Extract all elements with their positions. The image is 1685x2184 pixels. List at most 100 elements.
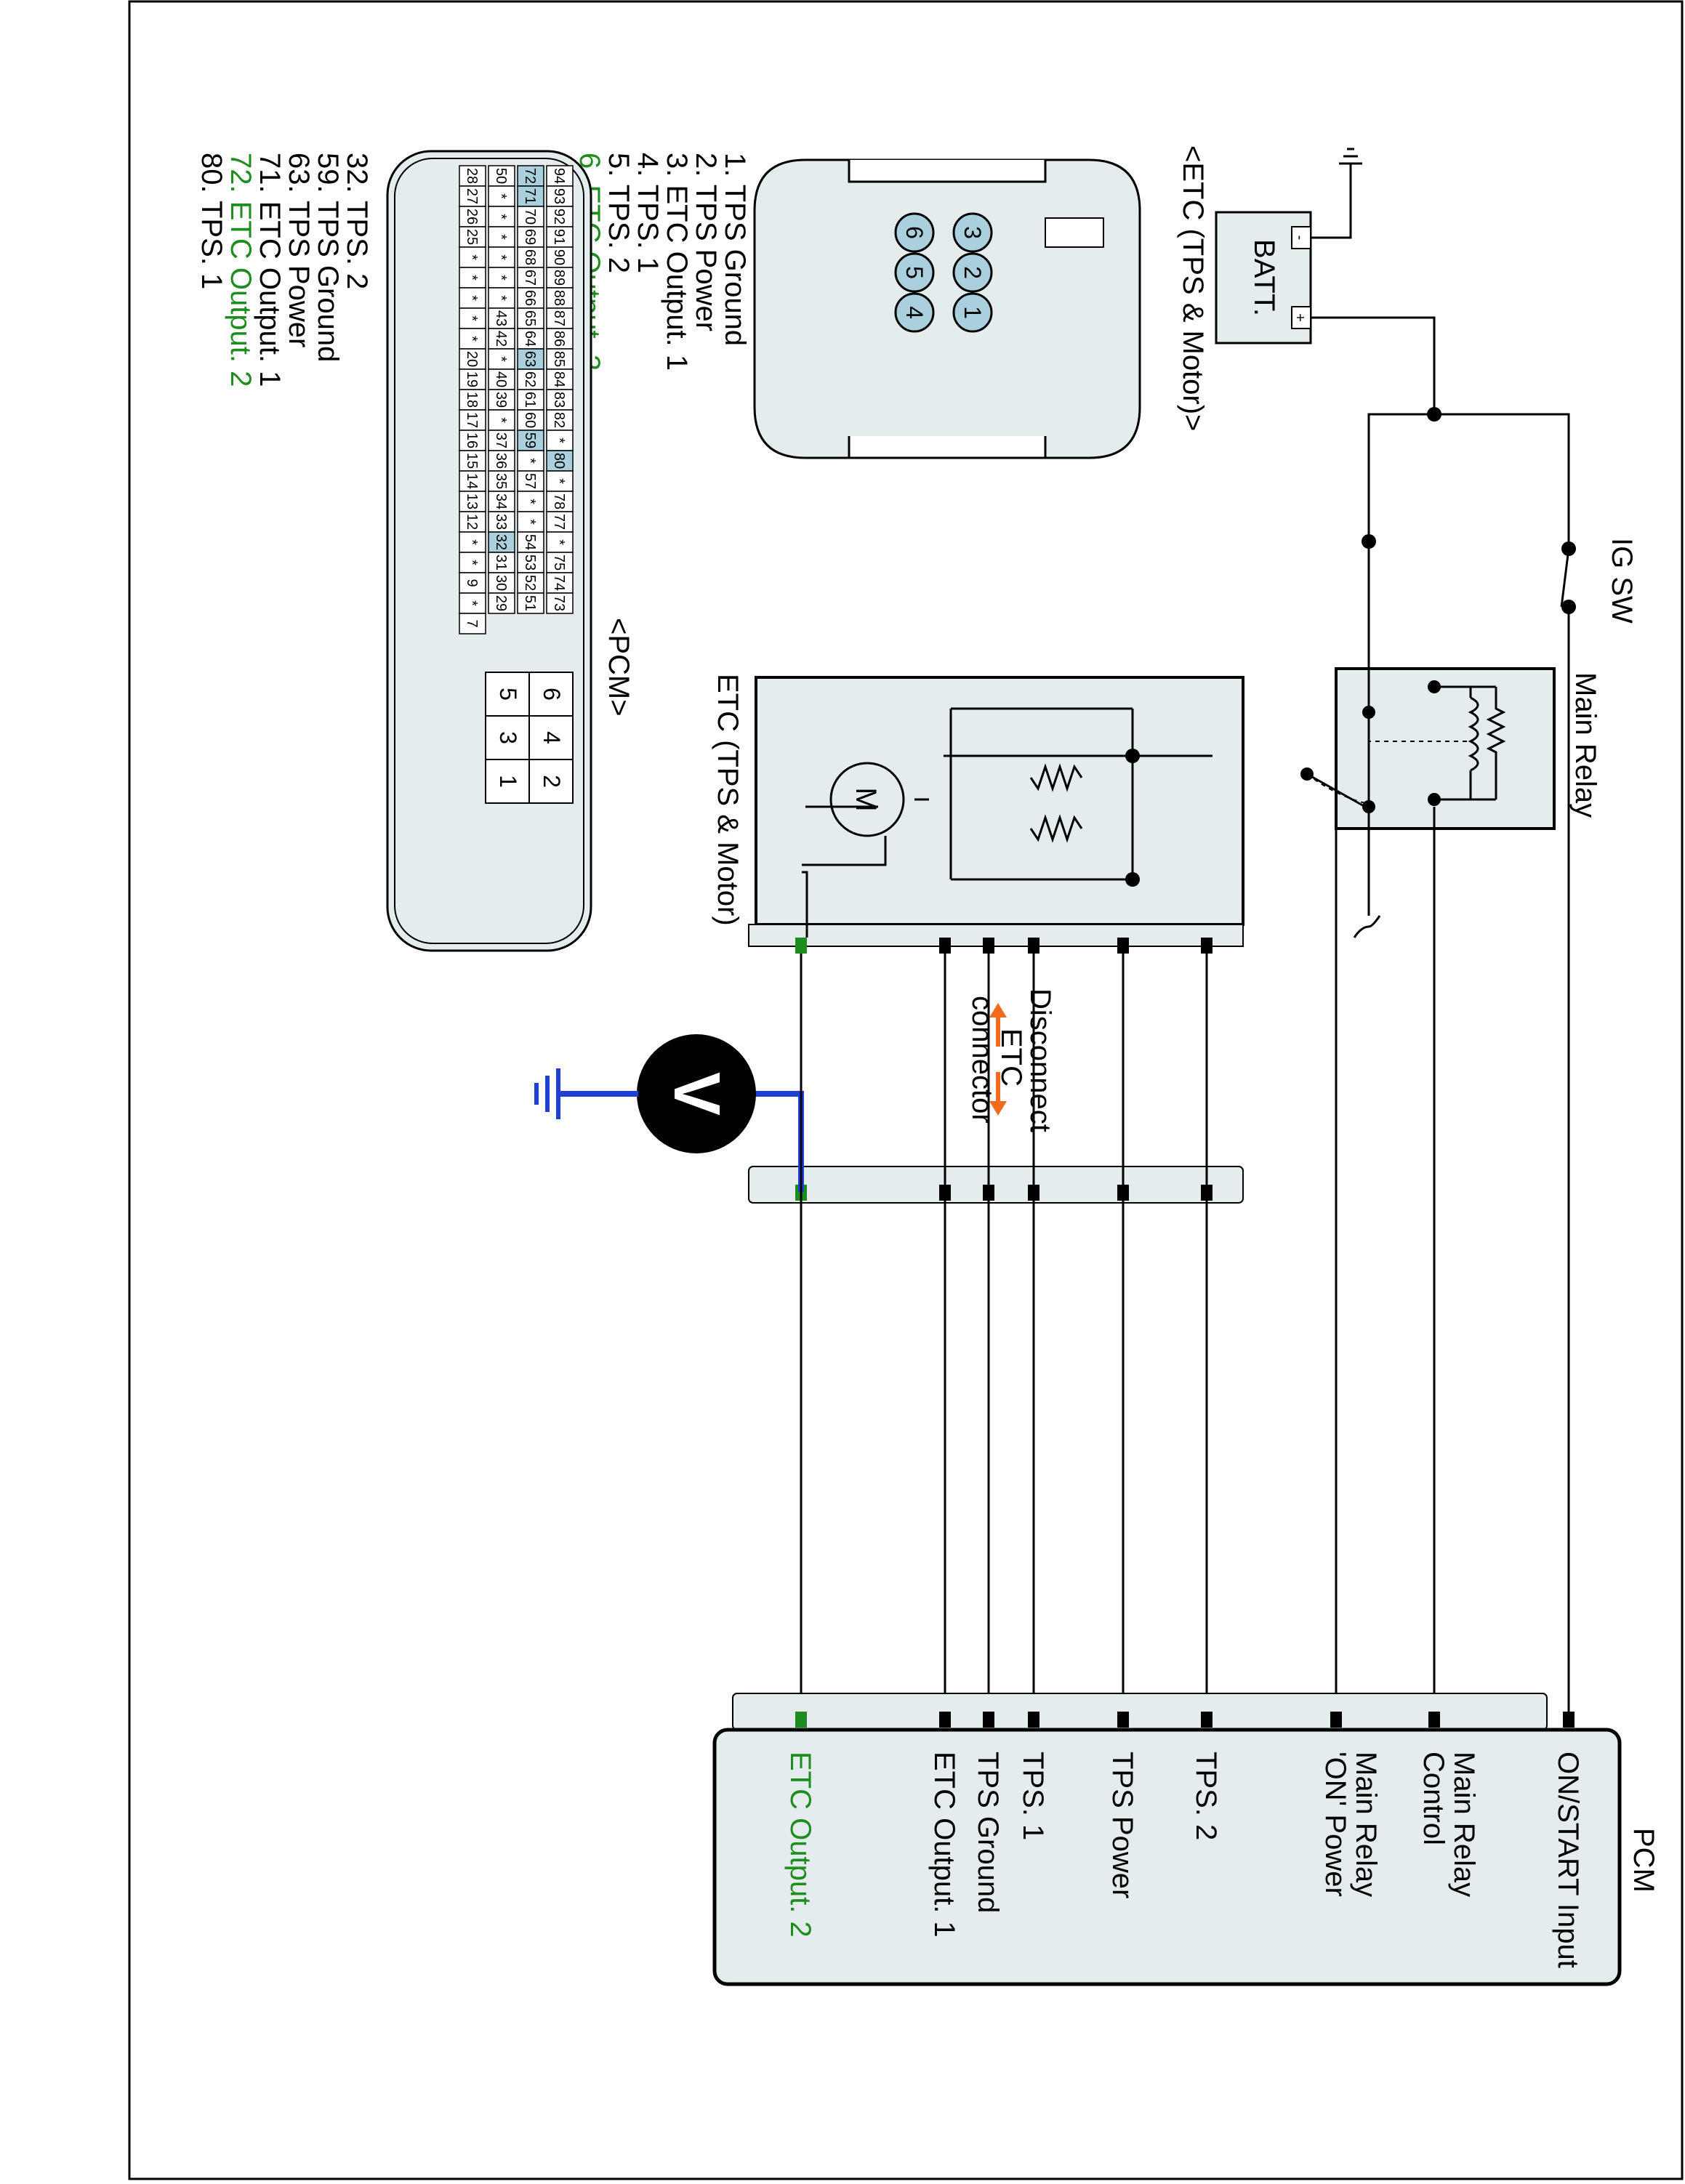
pcm-pin-label: *	[522, 458, 538, 464]
pcm-aux-pin-label: 1	[495, 775, 521, 788]
pcm-pin-label: 78	[551, 493, 567, 509]
pcm-pin-label: 62	[522, 371, 538, 387]
ig-switch-icon: IG SW	[1560, 538, 1638, 624]
voltmeter-icon: V	[534, 1034, 804, 1192]
pcm-aux-pin-label: 5	[495, 688, 521, 701]
pcm-connector-face: <PCM> 94939291908988878685848382*80*7877…	[386, 150, 635, 952]
battery: BATT. - +	[1215, 211, 1312, 344]
pcm-pin-cell	[459, 613, 486, 634]
pcm-pin-label: 80	[551, 453, 567, 469]
pcm-pin-label: 25	[464, 229, 480, 245]
disconnect-arrows-icon	[989, 1003, 1007, 1116]
pcm-pin-label: 64	[522, 331, 538, 347]
pcm-pin-label: 31	[493, 555, 509, 571]
pcm-pin-label: 33	[493, 514, 509, 530]
pcm-pin-label: 42	[493, 331, 509, 347]
pcm-pin-label: *	[493, 193, 509, 199]
main-relay-label: Main Relay	[1569, 672, 1601, 818]
pcm-pin-label: 89	[551, 270, 567, 286]
battery-minus: -	[1292, 235, 1308, 241]
pcm-pin-label: 82	[551, 412, 567, 428]
pcm-pin-label: 83	[551, 392, 567, 408]
pcm-terminal-label: ETC Output. 2	[784, 1752, 816, 1938]
page-frame	[128, 0, 1684, 2180]
pcm-pin-label: 90	[551, 249, 567, 265]
pcm-pin-grid: 94939291908988878685848382*80*7877*75747…	[459, 165, 574, 634]
pcm-pin-label: 73	[551, 595, 567, 611]
pcm-pin-label: 65	[522, 310, 538, 326]
disconnect-label-1: Disconnect	[1024, 988, 1056, 1132]
ig-sw-label: IG SW	[1606, 538, 1638, 624]
ground-icon	[1311, 148, 1362, 239]
etc-legend-item: 3. ETC Output. 1	[661, 153, 693, 371]
pcm-aux-pin-label: 4	[539, 731, 565, 744]
harness-connector	[748, 1166, 1244, 1204]
voltmeter-label: V	[660, 1072, 733, 1116]
pcm-pin-label: 86	[551, 331, 567, 347]
pcm-pin-label: *	[493, 295, 509, 301]
pcm-pin-label: 40	[493, 371, 509, 387]
pcm-pin-label: 12	[464, 514, 480, 530]
pcm-pin-label: 19	[464, 371, 480, 387]
pcm-pin-label: 66	[522, 290, 538, 306]
pcm-pin-label: 63	[522, 351, 538, 367]
pcm-pin-label: *	[464, 275, 480, 281]
etc-pin: 3	[960, 226, 986, 239]
pcm-pin-label: 14	[464, 473, 480, 489]
pcm-pin-label: *	[493, 254, 509, 260]
pcm-pin-cell	[517, 592, 544, 614]
pcm-pin-label: 27	[464, 188, 480, 204]
pcm-legend-item: 63. TPS Power	[283, 153, 315, 347]
pcm-terminal-label: Main Relay	[1350, 1752, 1382, 1897]
pcm-terminal-label: Main Relay	[1448, 1752, 1480, 1897]
pcm-pin-label: *	[464, 560, 480, 565]
pcm-pin-label: 75	[551, 555, 567, 571]
pcm-pin-label: 54	[522, 534, 538, 550]
pcm-pin-label: 68	[522, 249, 538, 265]
pcm-pin-label: 94	[551, 168, 567, 184]
etc-pin: 2	[960, 266, 986, 279]
pcm-pin-label: 71	[522, 188, 538, 204]
pcm-pin-label: 43	[493, 310, 509, 326]
pcm-pin-label: 59	[522, 432, 538, 448]
pcm-pin-label: *	[464, 539, 480, 545]
pcm-pin-label: *	[522, 499, 538, 504]
pcm-pin-label: 34	[493, 493, 509, 509]
etc-connector-face: 3 2 1 6 5 4 <ETC (TPS & Motor)>	[753, 145, 1209, 459]
pcm-pin-label: *	[493, 214, 509, 219]
pcm-pin-label: 18	[464, 392, 480, 408]
wire-ig-sw-feed	[1434, 413, 1570, 549]
pcm-legend-item: 71. ETC Output. 1	[254, 153, 286, 387]
etc-component-label: ETC (TPS & Motor)	[712, 674, 744, 926]
pcm-pin-label: 91	[551, 229, 567, 245]
pcm-aux-pin-cell	[485, 759, 530, 804]
wire-break-icon	[1353, 915, 1381, 938]
pcm-pin-label: 53	[522, 555, 538, 571]
pcm-legend-item: 32. TPS. 2	[341, 153, 373, 289]
pcm-pin-label: 13	[464, 493, 480, 509]
pcm-pin-label: 74	[551, 575, 567, 591]
pcm-pin-label: 85	[551, 351, 567, 367]
pcm-pin-label: 69	[522, 229, 538, 245]
pcm-aux-pin-label: 2	[539, 775, 565, 788]
pcm-pin-label: 9	[464, 579, 480, 587]
etc-legend-item: 5. TPS. 2	[603, 153, 635, 273]
pcm-pin-label: 93	[551, 188, 567, 204]
pcm-pin-label: *	[551, 438, 567, 443]
pcm-label: PCM	[1628, 1828, 1660, 1893]
pcm-pin-label: 87	[551, 310, 567, 326]
main-relay: Main Relay	[1300, 667, 1601, 830]
battery-label: BATT.	[1248, 239, 1280, 316]
etc-pin: 6	[901, 226, 928, 239]
pcm-terminal-label: 'ON' Power	[1319, 1752, 1351, 1897]
pcm-pin-label: 70	[522, 209, 538, 225]
pcm-pin-label: 20	[464, 351, 480, 367]
pcm-terminal-label: ON/START Input	[1552, 1752, 1584, 1968]
pcm-connector-title: <PCM>	[603, 618, 635, 717]
pcm-pin-label: 30	[493, 575, 509, 591]
pcm-pin-label: *	[464, 600, 480, 606]
